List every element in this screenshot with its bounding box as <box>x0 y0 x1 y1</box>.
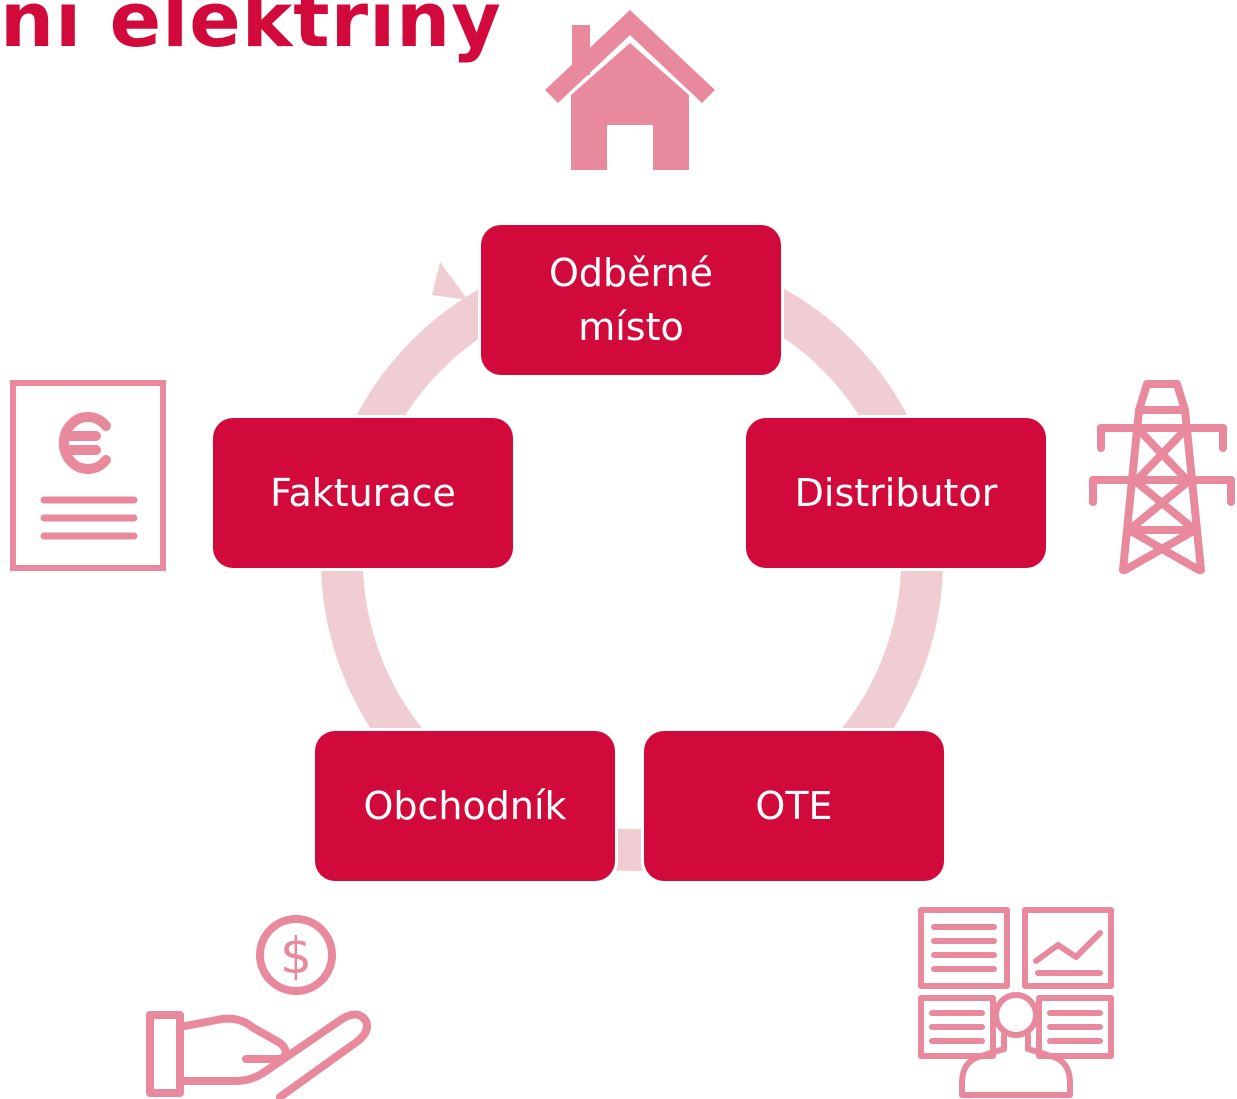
node-fakturace: Fakturace <box>213 418 513 568</box>
node-obchodnik: Obchodník <box>315 731 615 881</box>
hand-with-dollar-coin-icon: $ <box>146 915 371 1099</box>
node-label: Distributor <box>794 471 998 515</box>
node-label: Odběrné místo <box>549 251 713 349</box>
node-label: OTE <box>755 784 833 828</box>
market-operator-dashboard-icon <box>918 907 1114 1098</box>
node-label: Fakturace <box>270 471 456 515</box>
node-distributor: Distributor <box>746 418 1046 568</box>
node-label: Obchodník <box>363 784 567 828</box>
cycle-arrowhead <box>432 262 468 300</box>
node-ote: OTE <box>644 731 944 881</box>
euro-invoice-icon <box>10 380 166 571</box>
power-pylon-icon <box>1089 380 1235 574</box>
node-odberne-misto: Odběrné místo <box>481 225 781 375</box>
page-title: ní elektřiny <box>0 0 502 64</box>
svg-text:$: $ <box>280 927 312 985</box>
house-icon <box>545 10 715 170</box>
